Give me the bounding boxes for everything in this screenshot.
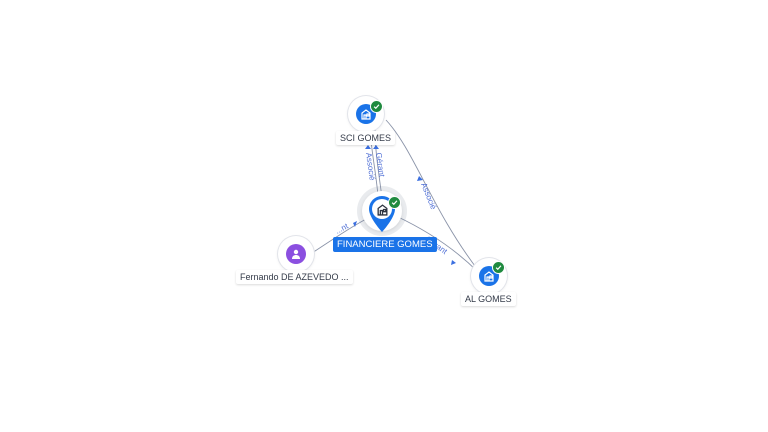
verified-check-icon bbox=[492, 261, 505, 274]
building-icon bbox=[374, 201, 390, 217]
verified-check-icon bbox=[388, 196, 401, 209]
edge-arrow bbox=[451, 260, 456, 265]
person-icon bbox=[286, 244, 306, 264]
edge-arrow bbox=[417, 176, 423, 181]
edge-arrow bbox=[365, 145, 371, 149]
edge-label-gerant: Gérant bbox=[374, 152, 386, 178]
node-label-financiere-gomes[interactable]: FINANCIERE GOMES bbox=[333, 237, 437, 252]
verified-check-icon bbox=[370, 100, 383, 113]
node-label-fernando[interactable]: Fernando DE AZEVEDO ... bbox=[236, 270, 353, 284]
node-label-al-gomes[interactable]: AL GOMES bbox=[461, 292, 516, 306]
edge-arrow bbox=[373, 145, 379, 149]
edge-label-sci-al: Associé bbox=[419, 181, 438, 211]
edge-sci-al bbox=[385, 119, 479, 271]
node-label-sci-gomes[interactable]: SCI GOMES bbox=[336, 131, 396, 145]
edge-label-associe: Associé bbox=[364, 152, 377, 182]
edge-financiere-al bbox=[395, 215, 479, 273]
edge-arrow bbox=[353, 221, 357, 227]
